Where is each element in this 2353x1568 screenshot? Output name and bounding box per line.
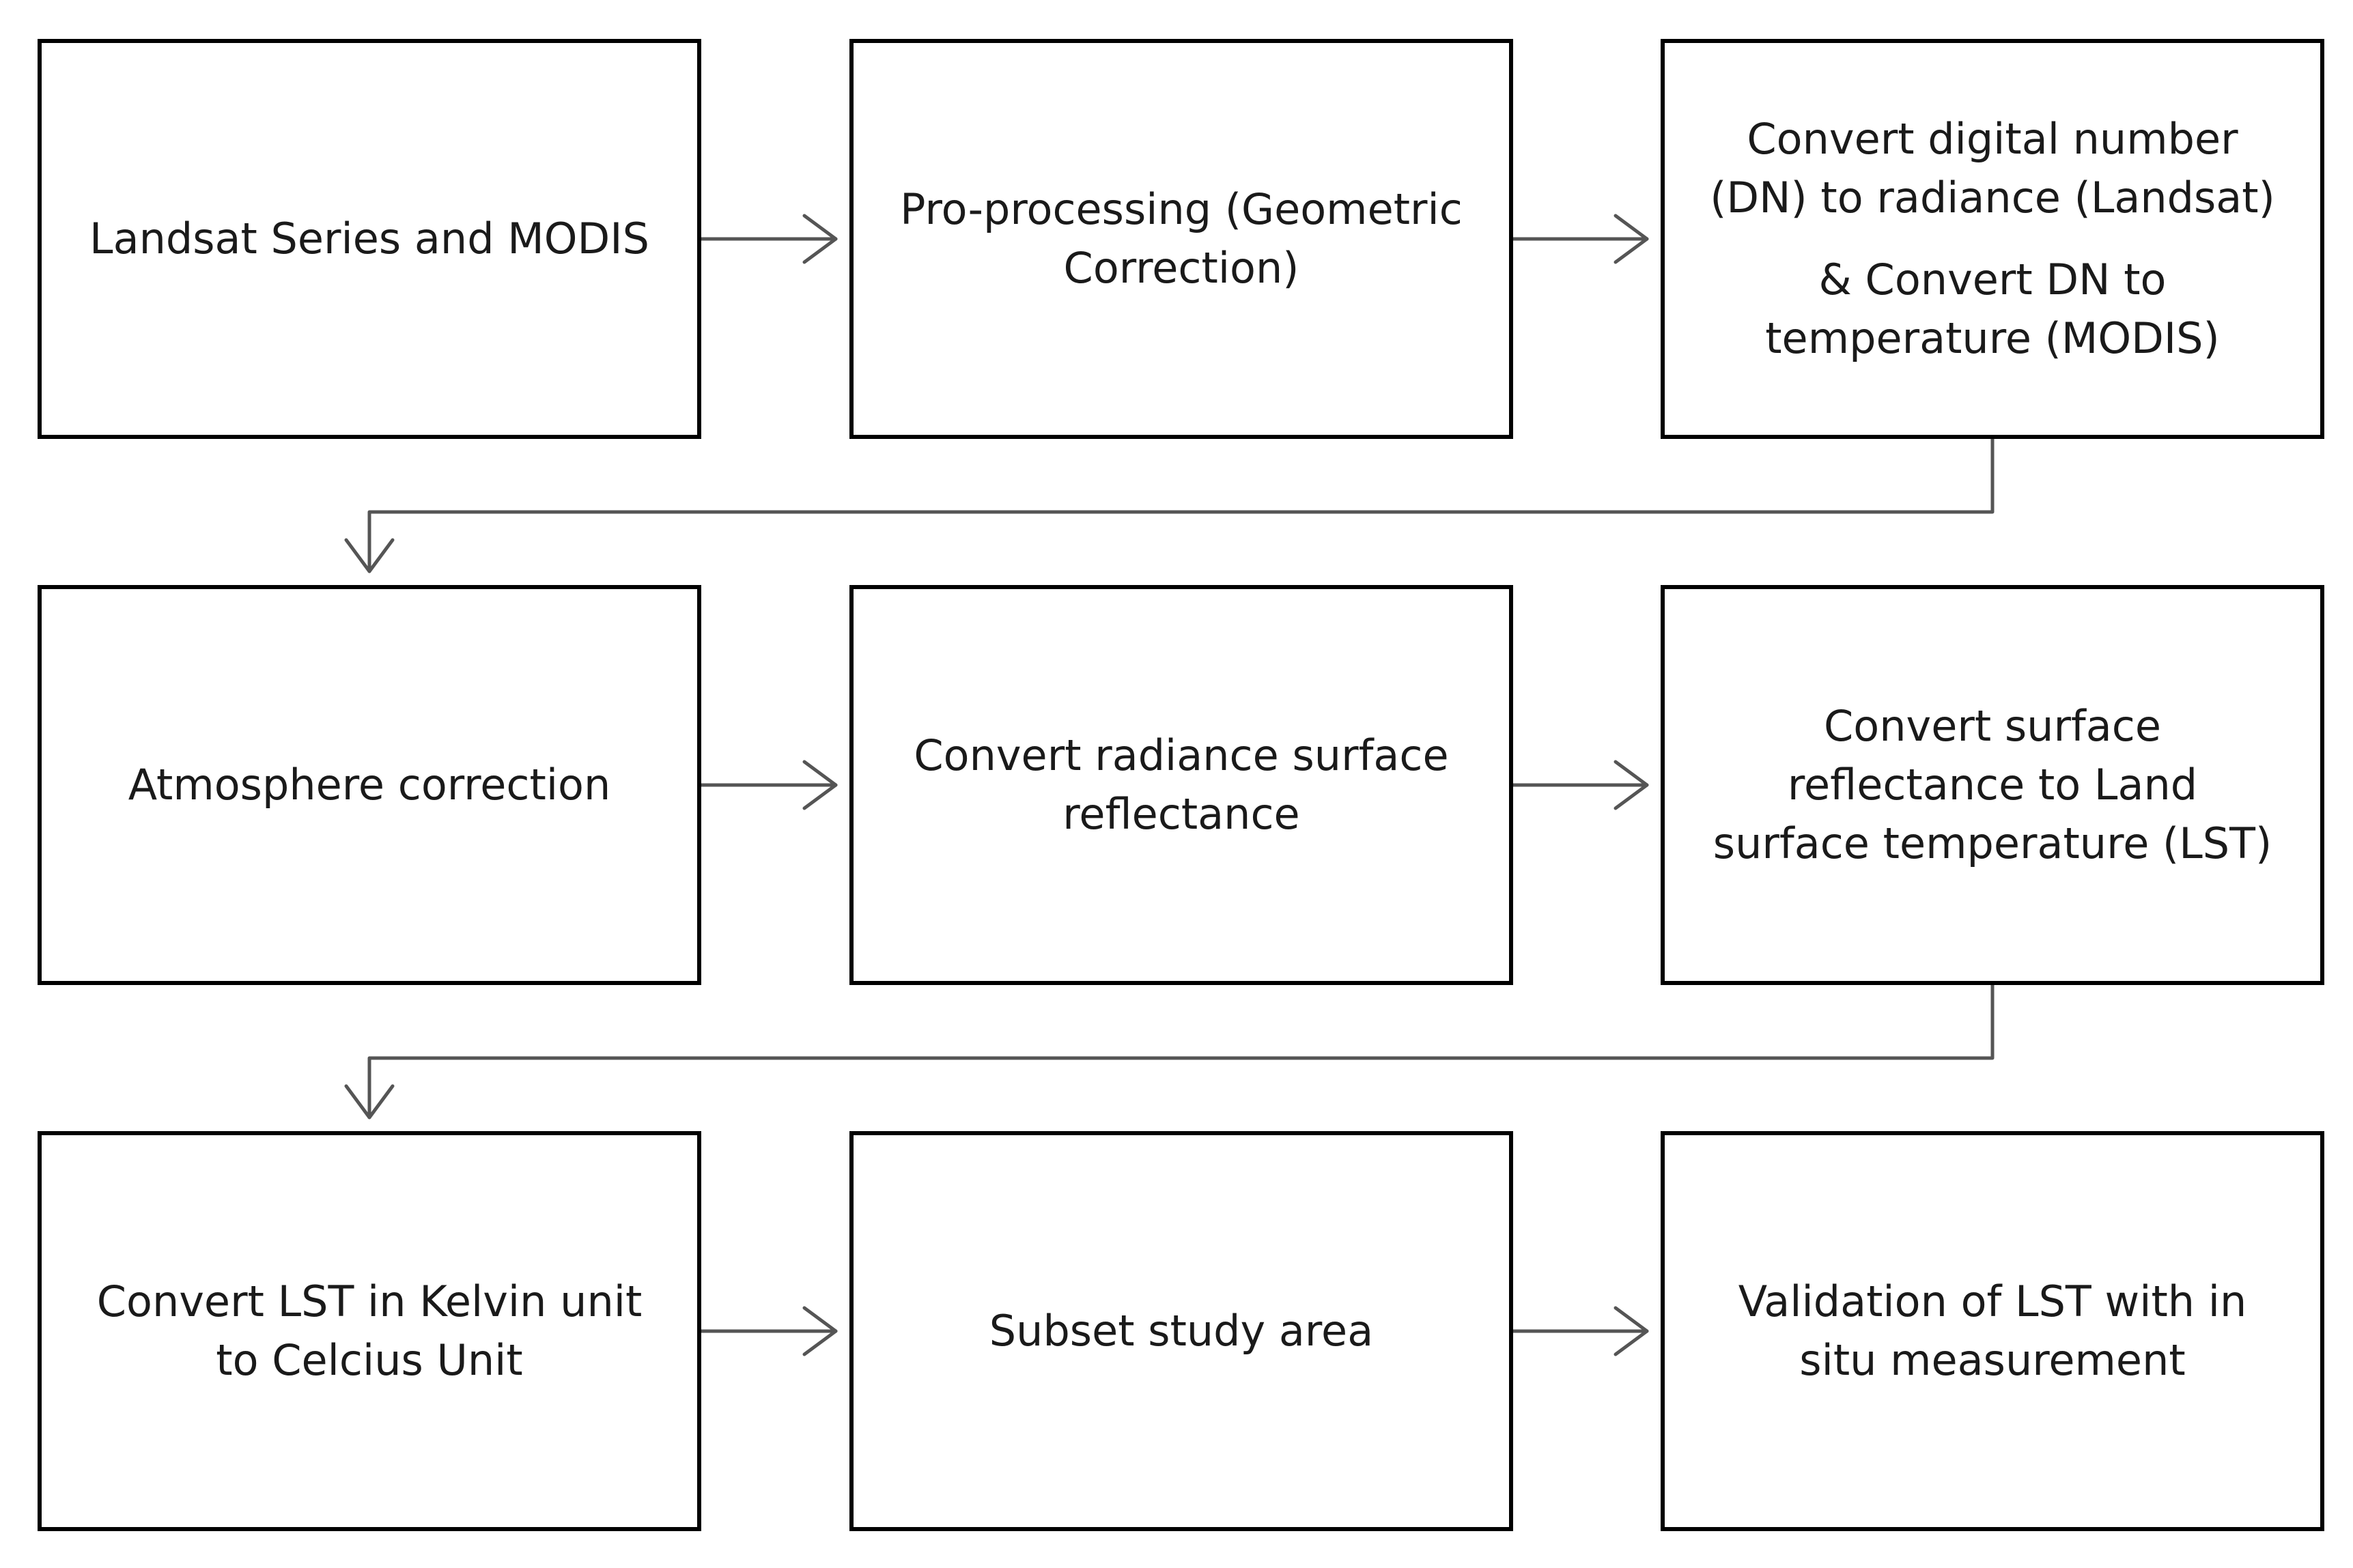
step-label: reflectance: [1062, 789, 1300, 839]
step-label: & Convert DN to: [1818, 255, 2167, 304]
step-label: Landsat Series and MODIS: [89, 214, 649, 263]
step-box-validation: Validation of LST with in situ measureme…: [1661, 1131, 2324, 1531]
arrow-step2-to-step3: [1511, 214, 1649, 264]
arrow-step6-to-step7: [344, 983, 1995, 1120]
step-box-convert-reflectance-lst: Convert surface reflectance to Land surf…: [1661, 585, 2324, 985]
arrow-step4-to-step5: [699, 760, 838, 810]
step-label: to Celcius Unit: [216, 1335, 523, 1385]
step-box-atmosphere-correction: Atmosphere correction: [38, 585, 701, 985]
step-label: Convert LST in Kelvin unit: [96, 1277, 643, 1326]
arrow-step1-to-step2: [699, 214, 838, 264]
arrow-step8-to-step9: [1511, 1306, 1649, 1356]
step-box-convert-radiance: Convert radiance surface reflectance: [849, 585, 1513, 985]
arrow-step5-to-step6: [1511, 760, 1649, 810]
arrow-step3-to-step4: [344, 437, 1995, 573]
step-label: temperature (MODIS): [1765, 313, 2220, 363]
step-label: (DN) to radiance (Landsat): [1710, 173, 2275, 223]
step-label: surface temperature (LST): [1713, 818, 2272, 868]
step-box-preprocessing: Pro-processing (Geometric Correction): [849, 39, 1513, 439]
arrow-step7-to-step8: [699, 1306, 838, 1356]
step-label: Validation of LST with in: [1738, 1277, 2247, 1326]
step-box-convert-dn: Convert digital number (DN) to radiance …: [1661, 39, 2324, 439]
step-label: situ measurement: [1799, 1335, 2186, 1385]
step-label: Atmosphere correction: [128, 760, 611, 810]
step-label: Convert digital number: [1747, 114, 2238, 164]
step-box-subset-study-area: Subset study area: [849, 1131, 1513, 1531]
step-label: Correction): [1063, 243, 1299, 293]
step-label: Subset study area: [989, 1306, 1374, 1356]
step-label: reflectance to Land: [1787, 760, 2198, 810]
step-label: Pro-processing (Geometric: [900, 184, 1463, 234]
step-box-landsat-modis: Landsat Series and MODIS: [38, 39, 701, 439]
step-label: Convert radiance surface: [914, 730, 1449, 780]
step-box-kelvin-to-celcius: Convert LST in Kelvin unit to Celcius Un…: [38, 1131, 701, 1531]
step-label: Convert surface: [1823, 701, 2161, 751]
